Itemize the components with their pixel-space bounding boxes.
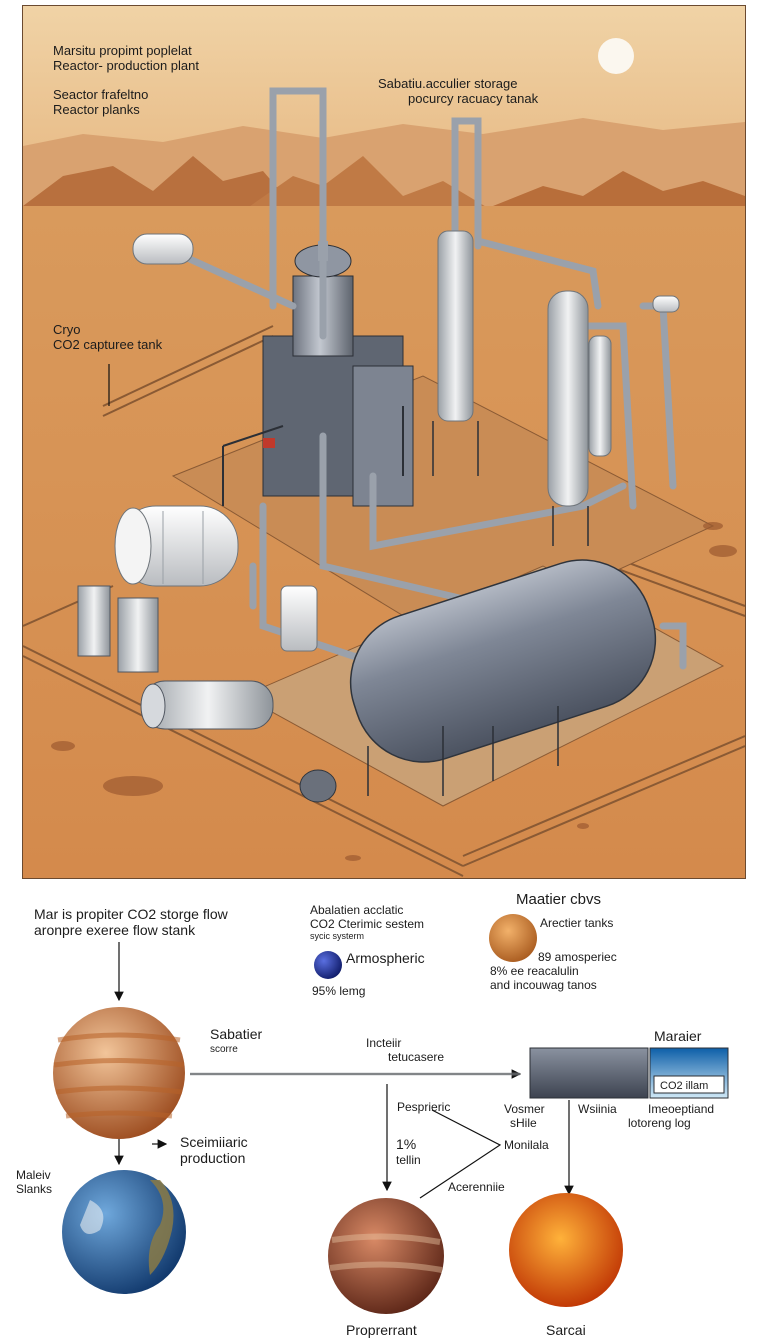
below-box-1-line2: sHile bbox=[510, 1116, 537, 1130]
mars-plant-illustration: Marsitu propimt poplelat Reactor- produc… bbox=[22, 5, 746, 879]
box-title: Maraier bbox=[654, 1028, 702, 1044]
num-label-line2: tellin bbox=[396, 1153, 421, 1167]
arrow-mid-line2: tetucasere bbox=[388, 1050, 445, 1064]
label-reactor-line1: Seactor frafeltno bbox=[53, 87, 149, 102]
flow-art bbox=[53, 914, 729, 1314]
white-tank bbox=[114, 505, 239, 587]
planet-jupiter-like bbox=[53, 1007, 185, 1139]
legend-note: 89 amosperiec 8% ee reacalulin and incou… bbox=[490, 950, 617, 992]
arrow-mid-line1: Incteiir bbox=[366, 1036, 402, 1050]
label-top-left-line2: Reactor- production plant bbox=[53, 58, 199, 73]
below-box-3-line2: lotoreng log bbox=[628, 1116, 691, 1130]
center-top-line2: CO2 Cterimic sestem bbox=[310, 917, 425, 931]
acerenniie-label: Acerenniie bbox=[448, 1180, 505, 1194]
box-sub: CO2 illam bbox=[660, 1080, 709, 1092]
center-top-line1: Abalatien acclatic bbox=[310, 903, 404, 917]
flow-title: Mar is propiter CO2 storge flow aronpre … bbox=[34, 906, 228, 938]
label-reactor-line2: Reactor planks bbox=[53, 102, 140, 117]
scientific-production-label: Sceimiiaric production bbox=[180, 1134, 248, 1166]
v-connector bbox=[419, 1109, 502, 1199]
main-storage-tank bbox=[299, 559, 657, 803]
scene-art bbox=[23, 6, 745, 878]
below-box-3: Imeoeptiand lotoreng log bbox=[628, 1102, 714, 1130]
legend-note-line2: 8% ee reacalulin bbox=[490, 964, 579, 978]
mars-left-label: Maleiv Slanks bbox=[16, 1168, 52, 1196]
legend-note-line1: 89 amosperiec bbox=[538, 950, 617, 964]
monilala-label: Monilala bbox=[504, 1138, 549, 1152]
mars-left-line1: Maleiv bbox=[16, 1168, 51, 1182]
storage-column bbox=[432, 230, 612, 546]
scientific-production-line1: Sceimiiaric bbox=[180, 1134, 248, 1150]
below-box-1-line1: Vosmer bbox=[504, 1102, 545, 1116]
planet-mars-bottom bbox=[328, 1198, 444, 1314]
legend-note-line3: and incouwag tanos bbox=[490, 978, 597, 992]
scientific-production-line2: production bbox=[180, 1150, 246, 1166]
pesprieric-label: Pesprieric bbox=[397, 1100, 451, 1114]
planet-bottom-right-label: Sarcai bbox=[546, 1322, 586, 1338]
legend-tanks-label: Arectier tanks bbox=[540, 916, 614, 930]
process-box-grey bbox=[529, 1047, 649, 1099]
num-label: 1% tellin bbox=[396, 1136, 421, 1168]
small-horizontal-tank bbox=[140, 680, 274, 730]
flow-title-line2: aronpre exeree flow stank bbox=[34, 922, 196, 938]
center-top-line3: sycic systerm bbox=[310, 931, 364, 941]
label-storage-line1: Sabatiu.acculier storage bbox=[378, 76, 518, 91]
atmospheric-pct: 95% lemg bbox=[312, 984, 366, 998]
planet-sun-bottom bbox=[509, 1193, 623, 1307]
sun-icon bbox=[598, 38, 634, 74]
atmospheric-label: Armospheric bbox=[346, 950, 425, 966]
silos bbox=[77, 585, 318, 673]
below-box-3-line1: Imeoeptiand bbox=[648, 1102, 715, 1116]
center-top-text: Abalatien acclatic CO2 Cterimic sestem s… bbox=[310, 903, 424, 941]
sabatier-label: Sabatier scorre bbox=[210, 1026, 262, 1058]
cryo-tank bbox=[132, 233, 194, 265]
mars-left-line2: Slanks bbox=[16, 1182, 53, 1196]
label-cryo-line2: CO2 capturee tank bbox=[53, 337, 163, 352]
label-top-left-line1: Marsitu propimt poplelat bbox=[53, 43, 192, 58]
label-storage-line2: pocurcy racuacy tanak bbox=[408, 91, 539, 106]
atmospheric-dot bbox=[314, 951, 342, 979]
below-box-1: Vosmer sHile bbox=[504, 1102, 545, 1130]
label-cryo-line1: Cryo bbox=[53, 322, 81, 337]
label-top-left: Marsitu propimt poplelat Reactor- produc… bbox=[53, 43, 199, 73]
below-box-2: Wsiinia bbox=[578, 1102, 617, 1116]
arrow-mid-label: Incteiir tetucasere bbox=[366, 1036, 444, 1064]
sabatier-line1: Sabatier bbox=[210, 1026, 263, 1042]
flow-diagram: Mar is propiter CO2 storge flow aronpre … bbox=[0, 880, 768, 1344]
label-cryo: Cryo CO2 capturee tank bbox=[53, 322, 162, 352]
legend-tanks-dot bbox=[489, 914, 537, 962]
planet-earth bbox=[62, 1170, 186, 1294]
reactor-tower bbox=[222, 241, 414, 507]
legend-title: Maatier cbvs bbox=[516, 891, 602, 908]
label-storage: Sabatiu.acculier storage pocurcy racuacy… bbox=[378, 76, 538, 106]
sabatier-line2: scorre bbox=[210, 1044, 238, 1055]
co2-label-box bbox=[653, 1075, 725, 1094]
flow-title-line1: Mar is propiter CO2 storge flow bbox=[34, 906, 228, 922]
label-reactor: Seactor frafeltno Reactor planks bbox=[53, 87, 148, 117]
planet-bottom-left-label: Proprerrant bbox=[346, 1322, 417, 1338]
num-label-line1: 1% bbox=[396, 1136, 417, 1152]
